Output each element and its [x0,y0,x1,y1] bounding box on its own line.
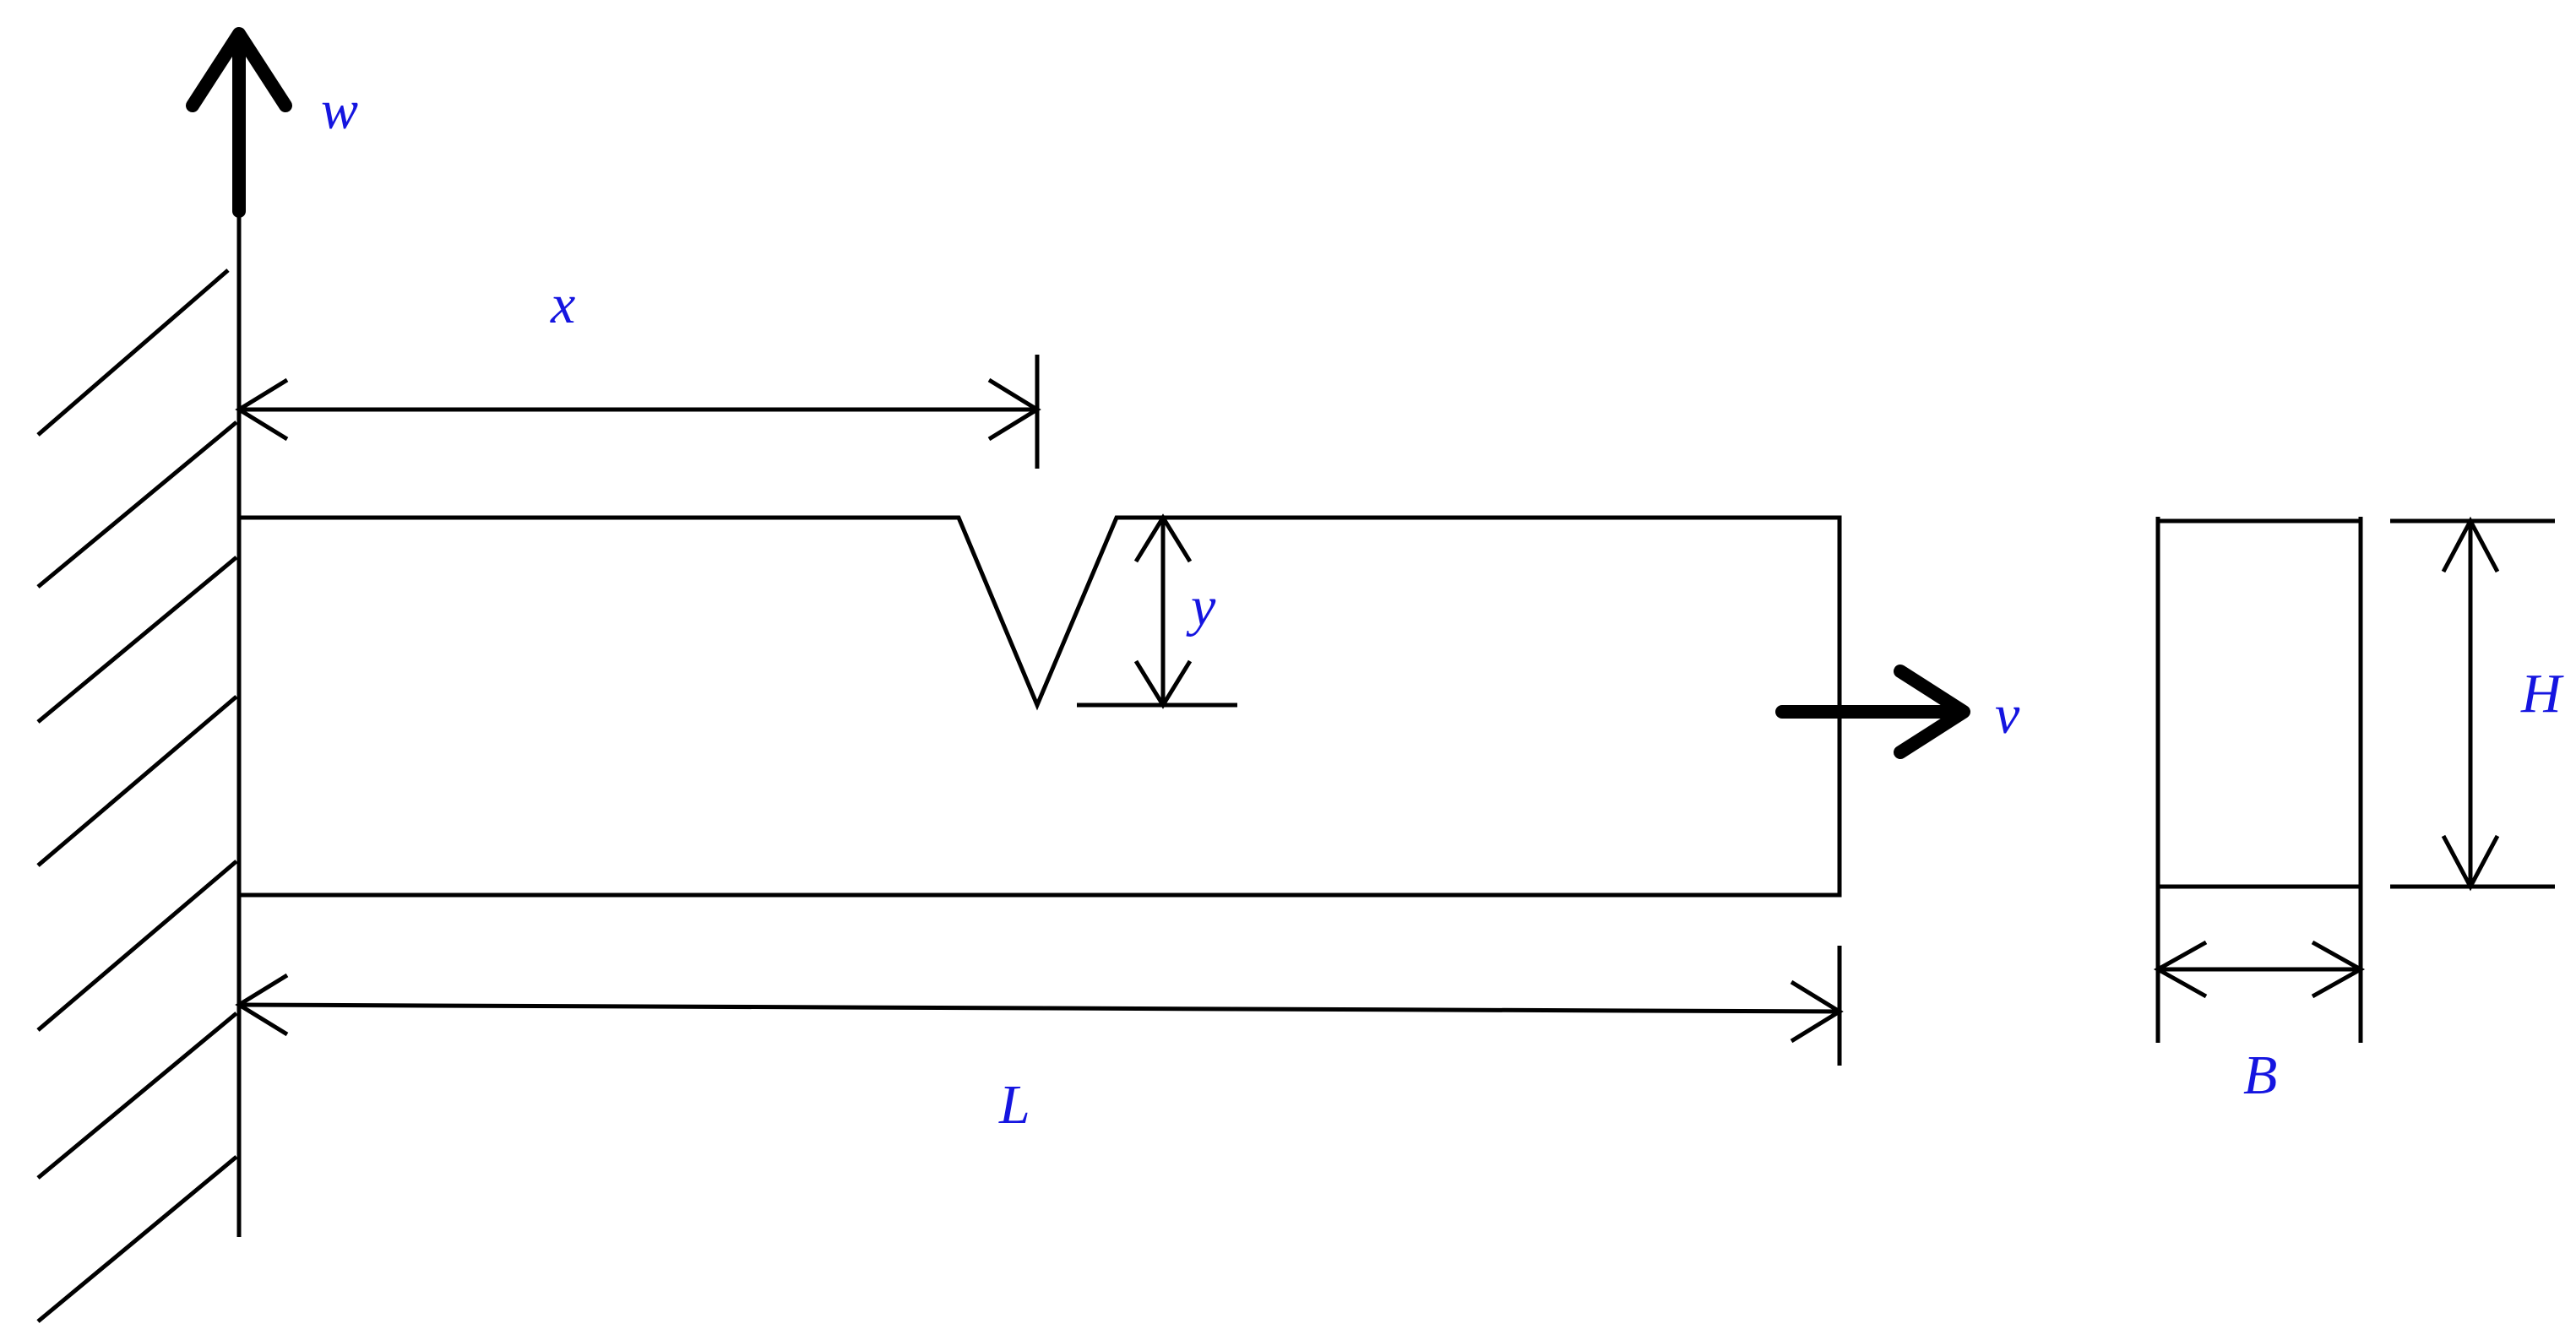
L-dimension [235,946,1844,1066]
v-axis-arrow [1775,665,1970,759]
H-dimension [2390,516,2555,892]
v-label: v [1995,684,2020,746]
L-label: L [998,1074,1030,1136]
B-dimension [2153,940,2366,999]
cross-section [2155,517,2363,1043]
wall-hatching [36,269,238,1323]
y-label: y [1186,576,1216,637]
x-label: x [550,274,575,335]
w-label: w [321,79,358,141]
w-axis-arrow [186,27,292,218]
y-dimension [1077,513,1237,709]
x-dimension [235,355,1041,469]
H-label: H [2520,663,2564,724]
B-label: B [2243,1044,2277,1106]
beam-outline [239,515,1842,898]
